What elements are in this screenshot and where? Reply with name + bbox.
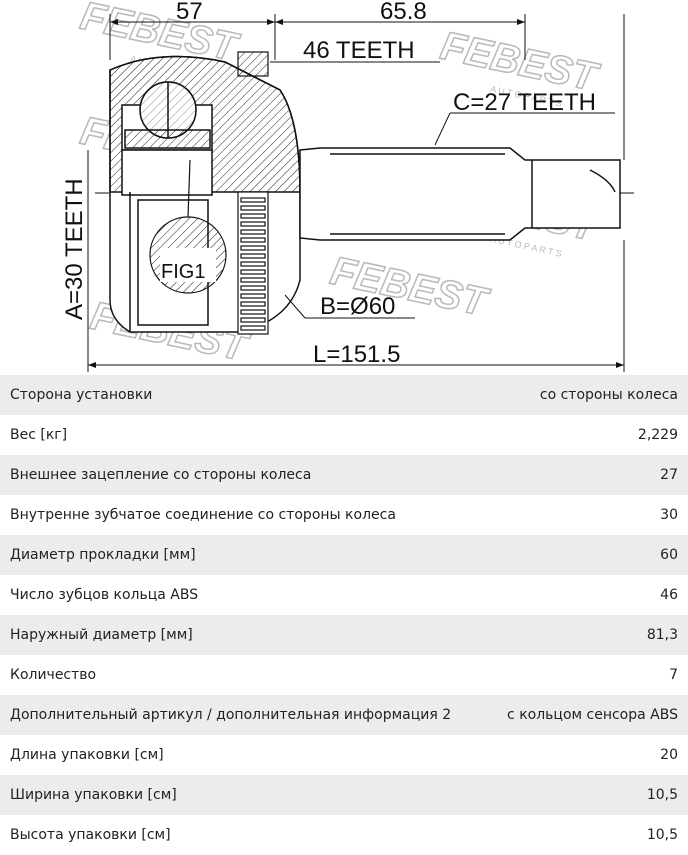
spec-value: со стороны колеса xyxy=(539,387,678,403)
abs-tooth xyxy=(240,237,266,243)
spec-row: Диаметр прокладки [мм] 60 xyxy=(0,535,688,575)
spec-value: 10,5 xyxy=(646,827,678,843)
spec-value: 81,3 xyxy=(646,627,678,643)
cv-joint-housing xyxy=(109,55,301,333)
spec-row: Ширина упаковки [см] 10,5 xyxy=(0,775,688,815)
spec-row: Внешнее зацепление со стороны колеса 27 xyxy=(0,455,688,495)
abs-tooth xyxy=(240,205,266,211)
abs-tooth xyxy=(240,309,266,315)
abs-tooth xyxy=(240,301,266,307)
abs-tooth xyxy=(240,213,266,219)
spec-row: Сторона установки со стороны колеса xyxy=(0,375,688,415)
abs-tooth xyxy=(240,245,266,251)
spec-label: Внешнее зацепление со стороны колеса xyxy=(10,467,312,483)
shaft xyxy=(299,147,621,241)
abs-tooth xyxy=(240,221,266,227)
spec-value: 30 xyxy=(660,507,678,523)
callout-a: A=30 TEETH xyxy=(61,178,88,320)
spec-row: Количество 7 xyxy=(0,655,688,695)
spec-value: 27 xyxy=(660,467,678,483)
spec-row: Вес [кг] 2,229 xyxy=(0,415,688,455)
spec-label: Дополнительный артикул / дополнительная … xyxy=(10,707,452,723)
dim-top-left: 57 xyxy=(176,0,203,25)
spec-label: Длина упаковки [см] xyxy=(10,747,164,763)
abs-tooth xyxy=(240,325,266,331)
dim-top-right: 65.8 xyxy=(380,0,427,25)
spec-label: Ширина упаковки [см] xyxy=(10,787,177,803)
spec-value: 60 xyxy=(660,547,678,563)
callout-fig: FIG1 xyxy=(161,261,205,283)
spec-label: Количество xyxy=(10,667,97,683)
callout-b: B=Ø60 xyxy=(320,293,395,320)
abs-tooth xyxy=(240,253,266,259)
abs-tooth xyxy=(240,293,266,299)
spec-value: 10,5 xyxy=(646,787,678,803)
spec-row: Высота упаковки [см] 10,5 xyxy=(0,815,688,855)
spec-label: Внутренне зубчатое соединение со стороны… xyxy=(10,507,396,523)
spec-row: Внутренне зубчатое соединение со стороны… xyxy=(0,495,688,535)
spec-value: с кольцом сенсора ABS xyxy=(507,707,678,723)
abs-tooth xyxy=(240,229,266,235)
spec-row: Длина упаковки [см] 20 xyxy=(0,735,688,775)
spec-row: Наружный диаметр [мм] 81,3 xyxy=(0,615,688,655)
spec-label: Наружный диаметр [мм] xyxy=(10,627,193,643)
spec-label: Диаметр прокладки [мм] xyxy=(10,547,196,563)
spec-label: Сторона установки xyxy=(10,387,153,403)
callout-teeth: 46 TEETH xyxy=(303,37,415,64)
spec-row: Дополнительный артикул / дополнительная … xyxy=(0,695,688,735)
spec-value: 7 xyxy=(669,667,678,683)
spec-value: 46 xyxy=(660,587,678,603)
abs-tooth xyxy=(240,197,266,203)
abs-ring xyxy=(237,51,269,335)
callout-l: L=151.5 xyxy=(313,341,400,368)
technical-drawing: FEBEST FEBEST FEBEST FEBEST FEBEST FEBES… xyxy=(0,0,688,375)
spec-label: Вес [кг] xyxy=(10,427,68,443)
abs-tooth xyxy=(240,269,266,275)
abs-tooth xyxy=(240,261,266,267)
spec-value: 2,229 xyxy=(637,427,678,443)
spec-label: Число зубцов кольца ABS xyxy=(10,587,199,603)
spec-label: Высота упаковки [см] xyxy=(10,827,171,843)
abs-tooth xyxy=(240,277,266,283)
spec-value: 20 xyxy=(660,747,678,763)
spec-row: Число зубцов кольца ABS 46 xyxy=(0,575,688,615)
callout-c: C=27 TEETH xyxy=(453,89,596,116)
abs-tooth xyxy=(240,317,266,323)
abs-tooth xyxy=(240,285,266,291)
fig1-detail xyxy=(149,159,227,294)
